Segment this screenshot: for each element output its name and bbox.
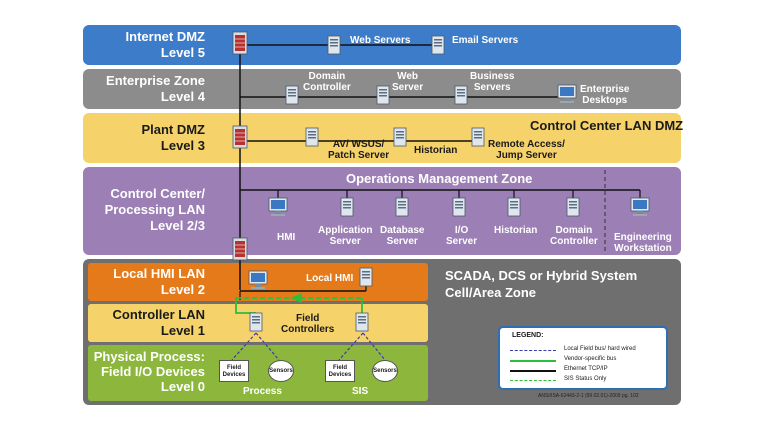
label-email-servers: Email Servers — [452, 35, 519, 46]
local-hmi-workstation-icon — [248, 270, 268, 290]
sensors-circle-sis: Sensors — [372, 360, 398, 382]
firewall-icon — [232, 237, 248, 261]
label-hmi: HMI — [277, 232, 296, 243]
historian-server-icon — [393, 127, 407, 147]
label-remote-access-jump-server: Remote Access/Jump Server — [488, 139, 565, 161]
legend-box: LEGEND: Local Field bus/ hard wired Vend… — [498, 326, 668, 390]
label-av-wsus-patch-server: AV/ WSUS/Patch Server — [328, 139, 390, 161]
label-historian-l2: Historian — [494, 225, 538, 236]
zone-control-center — [83, 167, 681, 255]
database-server-icon — [395, 197, 409, 217]
legend-line-sis-status — [510, 380, 556, 381]
hmi-workstation-icon — [268, 197, 288, 217]
domain-controller-icon — [285, 85, 299, 105]
legend-row: Ethernet TCP/IP — [510, 366, 660, 375]
domain-controller-icon — [566, 197, 580, 217]
historian-server-icon — [507, 197, 521, 217]
firewall-icon — [232, 31, 248, 55]
legend-line-field-bus — [510, 350, 556, 351]
label-historian-l3: Historian — [414, 145, 458, 156]
label-process: Process — [243, 386, 282, 397]
web-server-icon — [376, 85, 390, 105]
label-local-hmi: Local HMI — [306, 273, 354, 284]
legend-row: Vendor-specific bus — [510, 356, 660, 365]
label-web-servers: Web Servers — [350, 35, 411, 46]
firewall-icon — [232, 125, 248, 149]
zone-physical-process — [88, 345, 428, 401]
engineering-workstation-icon — [630, 197, 650, 217]
legend-line-ethernet — [510, 370, 556, 372]
local-hmi-panel-icon — [359, 267, 373, 287]
remote-access-server-icon — [471, 127, 485, 147]
io-server-icon — [452, 197, 466, 217]
application-server-icon — [340, 197, 354, 217]
enterprise-desktop-icon — [557, 84, 577, 104]
control-center-lan-dmz-title: Control Center LAN DMZ — [530, 118, 684, 133]
legend-line-vendor-bus — [510, 360, 556, 362]
field-controller-icon — [249, 312, 263, 332]
av-wsus-server-icon — [305, 127, 319, 147]
legend-row: Local Field bus/ hard wired — [510, 346, 660, 355]
standard-reference: ANSI/ISA-62443-2-1 (99.02.01)-2009 pg. 1… — [538, 393, 639, 399]
sensors-circle-process: Sensors — [268, 360, 294, 382]
business-server-icon — [454, 85, 468, 105]
web-server-icon — [327, 35, 341, 55]
operations-management-zone-title: Operations Management Zone — [346, 171, 533, 186]
legend-title: LEGEND: — [512, 332, 544, 339]
label-sis: SIS — [352, 386, 369, 397]
legend-row: SIS Status Only — [510, 376, 660, 385]
zone-plant-dmz — [83, 113, 681, 163]
sis-controller-icon — [355, 312, 369, 332]
email-server-icon — [431, 35, 445, 55]
